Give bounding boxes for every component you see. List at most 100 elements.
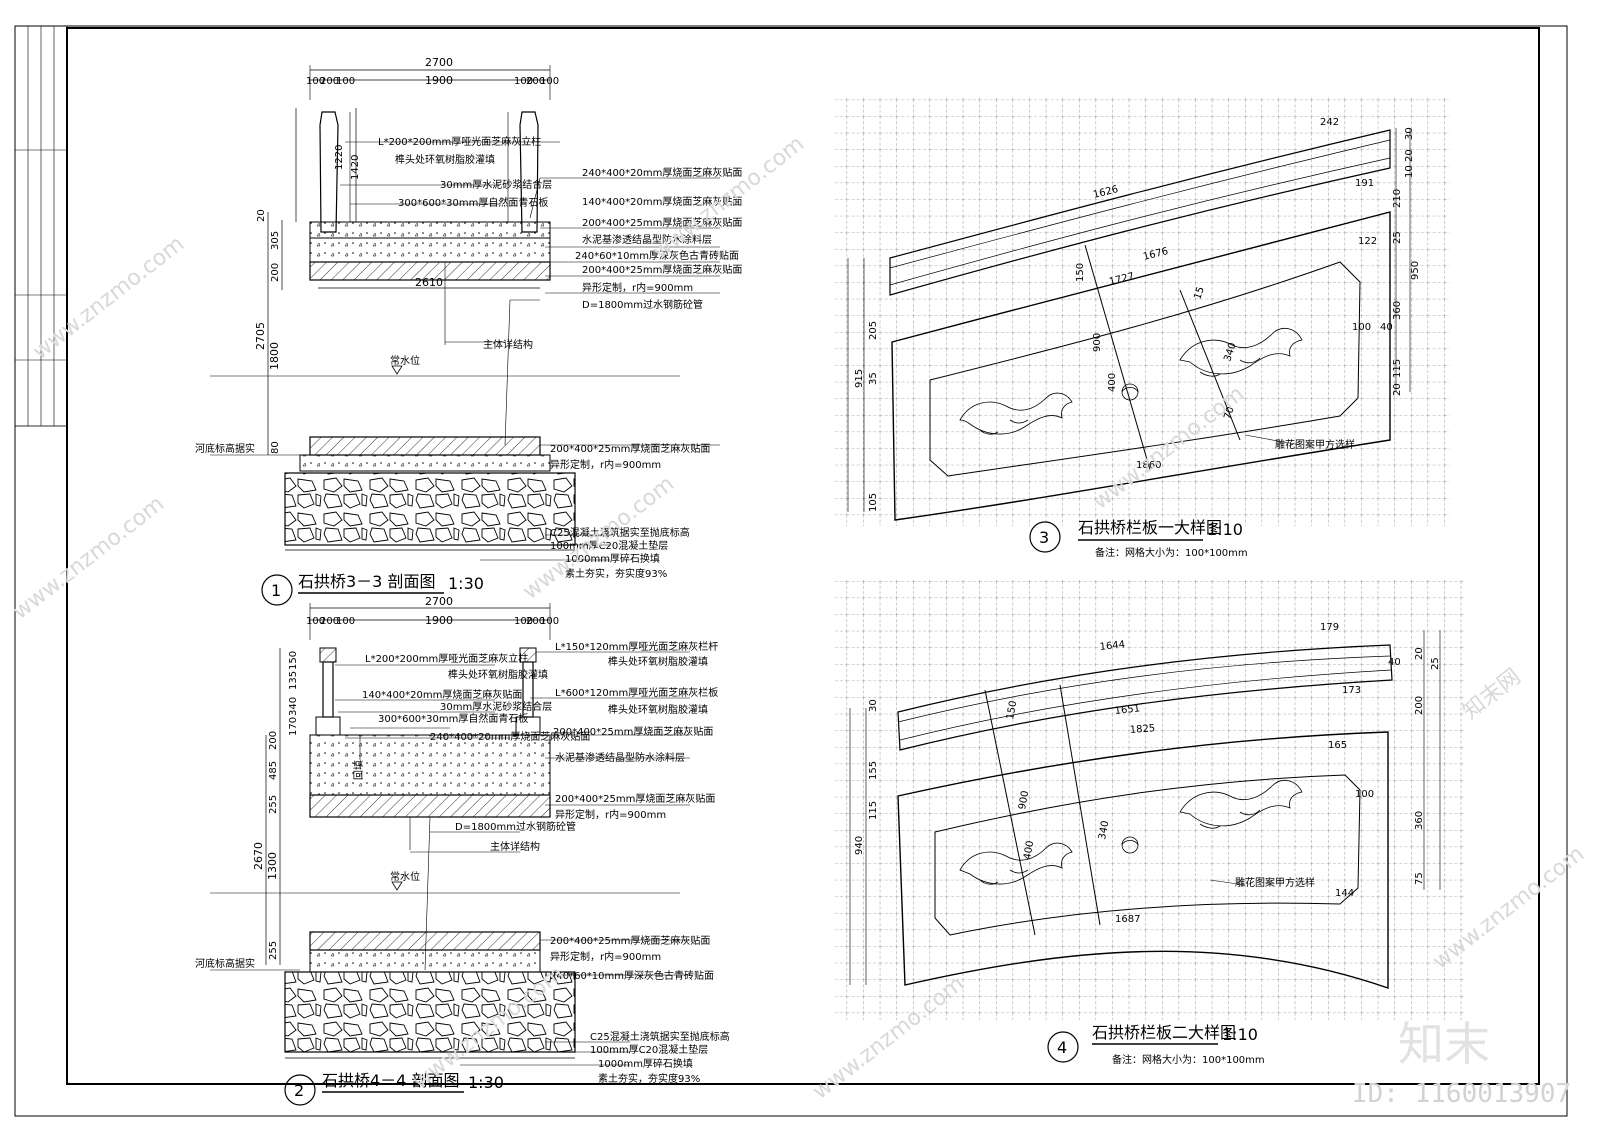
detail-number: 4 <box>1057 1038 1067 1057</box>
section-1: 2700 100 200 100 1900 100 200 100 2610 1… <box>195 56 742 606</box>
dim: 115 <box>868 801 879 820</box>
note: 200*400*25mm厚烧面芝麻灰贴面 <box>555 792 715 805</box>
note: 300*600*30mm厚自然面青石板 <box>378 712 528 725</box>
note: 30mm厚水泥砂浆结合层 <box>440 700 552 713</box>
right-post <box>519 111 539 233</box>
carving-frame <box>929 261 1361 477</box>
detail-scale: 1:10 <box>1222 1025 1258 1044</box>
dim: 1420 <box>350 155 361 180</box>
watermark-site: www.znzmo.com <box>8 491 169 624</box>
note: 240*400*20mm厚烧面芝麻灰贴面 <box>430 730 590 743</box>
dim: 15 <box>1192 285 1206 301</box>
note: 主体详结构 <box>490 840 540 853</box>
dim: 150 <box>1075 263 1086 282</box>
note: 30mm厚水泥砂浆结合层 <box>440 178 552 191</box>
dim: 150 <box>1005 700 1019 721</box>
dim: 20 <box>1404 149 1415 162</box>
note: 榫头处环氧树脂胶灌填 <box>395 153 495 166</box>
dim: 100 <box>306 76 325 87</box>
carving-note: 雕花图案甲方选样 <box>1275 438 1355 451</box>
dim: 360 <box>1392 301 1403 320</box>
dim: 20 <box>1392 383 1403 396</box>
dim: 1825 <box>1129 723 1155 736</box>
dim: 170 <box>288 717 299 736</box>
dim: 122 <box>1358 236 1377 247</box>
dim: 40 <box>1380 322 1393 333</box>
note: 素土夯实，夯实度93% <box>565 567 667 580</box>
note: 140*400*20mm厚烧面芝麻灰贴面 <box>362 688 522 701</box>
dim: 150 <box>288 651 299 670</box>
section-number-circle <box>284 1074 316 1106</box>
water-level-label: 常水位 <box>390 870 420 883</box>
dim: 100 <box>514 76 533 87</box>
note: 100mm厚C20混凝土垫层 <box>550 539 668 552</box>
watermark-site: www.znzmo.com <box>28 231 189 364</box>
note: 异形定制，r内=900mm <box>555 808 666 821</box>
note: L*600*120mm厚哑光面芝麻灰栏板 <box>555 686 718 699</box>
dim: 200 <box>526 616 545 627</box>
dim: 200 <box>270 263 281 282</box>
section-number: 2 <box>294 1081 304 1100</box>
note: 200*400*25mm厚烧面芝麻灰贴面 <box>582 263 742 276</box>
carving-frame <box>934 774 1361 936</box>
fill-label: 回填 <box>352 760 365 780</box>
dim: 173 <box>1342 685 1361 696</box>
dim: 200 <box>526 76 545 87</box>
note: 200*400*25mm厚烧面芝麻灰贴面 <box>550 934 710 947</box>
section-title: 石拱桥4－4 剖面图 <box>322 1071 459 1090</box>
dim: 1220 <box>334 145 345 170</box>
dim: 191 <box>1355 178 1374 189</box>
detail-number-circle <box>1047 1031 1079 1063</box>
dim: 179 <box>1320 622 1339 633</box>
detail-title: 石拱桥栏板二大样图 <box>1092 1023 1236 1042</box>
note: L*200*200mm厚哑光面芝麻灰立柱 <box>378 135 541 148</box>
dim: 340 <box>288 697 299 716</box>
dim: 1860 <box>1136 460 1161 471</box>
note: 240*60*10mm厚深灰色古青砖贴面 <box>550 969 714 982</box>
detail-number: 3 <box>1039 528 1049 547</box>
dim: 165 <box>1328 740 1347 751</box>
dim: 75 <box>1414 872 1425 885</box>
balustrade-panel <box>897 731 1389 989</box>
note: 1000mm厚碎石换填 <box>598 1057 693 1070</box>
dim: 940 <box>854 836 865 855</box>
watermark-logo: 知末 <box>1398 1017 1490 1071</box>
section-scale: 1:30 <box>448 574 484 593</box>
note: 榫头处环氧树脂胶灌填 <box>608 703 708 716</box>
dim: 2670 <box>252 842 265 870</box>
dim-total-width: 2700 <box>425 56 453 69</box>
dim: 20 <box>256 209 267 222</box>
watermark-id: ID: 1160013907 <box>1352 1079 1571 1109</box>
dim: 25 <box>1392 231 1403 244</box>
note: 主体详结构 <box>483 338 533 351</box>
left-post <box>319 111 339 233</box>
detail-title: 石拱桥栏板一大样图 <box>1078 518 1222 537</box>
balustrade-panel <box>891 211 1391 521</box>
dim: 100 <box>514 616 533 627</box>
note: L*200*200mm厚哑光面芝麻灰立柱 <box>365 652 528 665</box>
note: 水泥基渗透结晶型防水涂料层 <box>582 233 712 246</box>
inner-frame <box>66 27 1540 1085</box>
title-strip <box>14 25 68 427</box>
dim: 100 <box>540 616 559 627</box>
section-2: 2700 100 200 100 1900 100 200 100 回填 150… <box>195 595 730 1106</box>
note: 榫头处环氧树脂胶灌填 <box>448 668 548 681</box>
note: 200*400*25mm厚烧面芝麻灰贴面 <box>582 216 742 229</box>
dim-total-width: 2700 <box>425 595 453 608</box>
note: 异形定制，r内=900mm <box>550 458 661 471</box>
dim: 1900 <box>425 614 453 627</box>
dim: 40 <box>1388 657 1401 668</box>
top-rail <box>889 129 1391 296</box>
dim: 1900 <box>425 74 453 87</box>
top-rail <box>897 644 1393 751</box>
dim: 144 <box>1335 888 1354 899</box>
note: 榫头处环氧树脂胶灌填 <box>608 655 708 668</box>
dim: 200 <box>268 731 279 750</box>
note: C25混凝土浇筑据实至抛底标高 <box>590 1030 730 1043</box>
dim: 205 <box>868 321 879 340</box>
dim: 20 <box>1414 647 1425 660</box>
note: 300*600*30mm厚自然面青石板 <box>398 196 548 209</box>
dim: 360 <box>1414 811 1425 830</box>
dim: 1800 <box>268 342 281 370</box>
